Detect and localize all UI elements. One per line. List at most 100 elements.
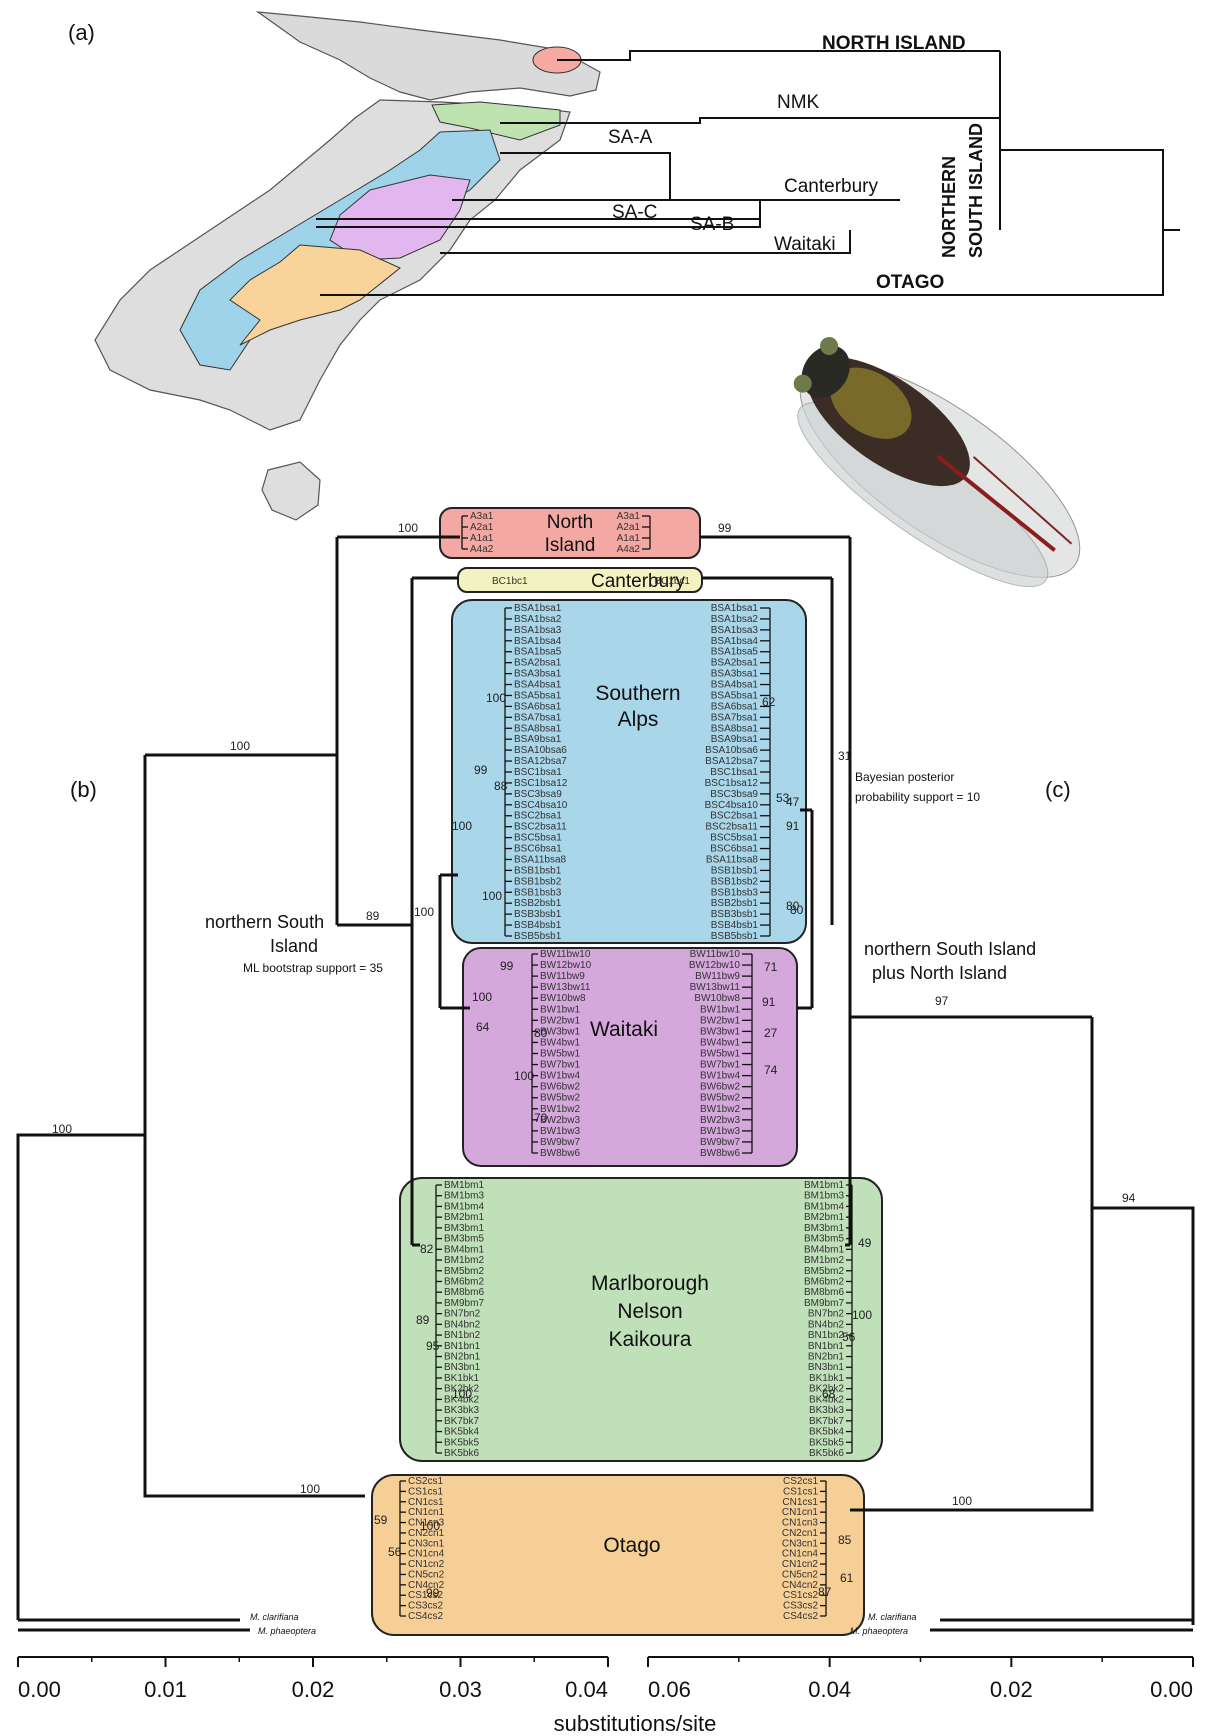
mnk-tip-c: BM1bm2 [804,1255,844,1266]
clade-sa-b: SA-B [690,214,734,235]
alps-tip-c: BSC2bsa11 [705,822,758,833]
otago-tip-c: CN1cn2 [782,1559,819,1570]
mnk-tip-b: BK5bk6 [444,1448,479,1459]
outgroup-b-clarifiana: M. clarifiana [250,1612,299,1622]
support-c-94: 94 [1122,1191,1136,1205]
canterbury-tip-b: BC1bc1 [492,576,528,587]
alps-tip-b: BSB5bsb1 [514,931,562,942]
alps-tip-b: BSA10bsa6 [514,745,567,756]
alps-tip-c: BSA1bsa2 [711,614,759,625]
support-mnk-b: 89 [416,1313,430,1327]
mnk-tip-b: BN7bn2 [444,1309,481,1320]
support-b-otago: 100 [300,1482,320,1496]
clade-sa-a: SA-A [608,127,653,148]
alps-tip-c: BSA1bsa4 [711,636,759,647]
otago-tip-c: CN4cn2 [782,1580,819,1591]
alps-tip-b: BSA3bsa1 [514,669,562,680]
waitaki-tip-b: BW1bw1 [540,1004,580,1015]
mnk-tip-c: BM2bm1 [804,1212,844,1223]
note-ml-bootstrap: ML bootstrap support = 35 [243,961,383,975]
alps-tip-c: BSA9bsa1 [711,734,759,745]
waitaki-tip-c: BW1bw1 [700,1004,740,1015]
waitaki-tip-b: BW1bw4 [540,1071,580,1082]
mnk-tip-b: BM2bm1 [444,1212,484,1223]
waitaki-tip-c: BW6bw2 [700,1082,740,1093]
waitaki-tip-b: BW5bw2 [540,1093,580,1104]
mnk-tip-b: BN2bn1 [444,1352,481,1363]
waitaki-tip-c: BW2bw1 [700,1015,740,1026]
waitaki-tip-b: BW13bw11 [540,982,591,993]
otago-tip-c: CN1cn4 [782,1549,819,1560]
support-mnk-c: 56 [842,1330,856,1344]
waitaki-tip-c: BW9bw7 [700,1137,740,1148]
support-c-north: 99 [718,521,732,535]
mnk-tip-b: BK7bk7 [444,1416,479,1427]
support-otago-c: 61 [840,1571,854,1585]
alps-tip-b: BSC2bsa11 [514,822,567,833]
otago-tip-c: CN1cn1 [782,1507,819,1518]
mnk-tip-c: BK7bk7 [809,1416,844,1427]
mnk-tip-c: BN1bn2 [808,1330,845,1341]
waitaki-tip-c: BW12bw10 [689,960,741,971]
label-southern: Southern [595,682,680,705]
support-waitaki-b: 100 [472,990,492,1004]
waitaki-tip-b: BW5bw1 [540,1049,580,1060]
alps-tip-c: BSB1bsb2 [711,876,759,887]
mnk-tip-c: BM8bm6 [804,1287,844,1298]
support-waitaki-c: 91 [762,995,776,1009]
support-c-97: 97 [935,994,949,1008]
support-b-north: 100 [398,521,418,535]
clade-sa-c: SA-C [612,202,657,223]
mnk-tip-b: BM3bm1 [444,1223,484,1234]
otago-tip-c: CN5cn2 [782,1569,819,1580]
note-nsi-ni-2: plus North Island [872,963,1007,983]
label-waitaki: Waitaki [590,1018,658,1041]
waitaki-tip-c: BW11bw10 [690,949,741,960]
support-alps-c: 47 [786,795,800,809]
support-b-root: 100 [52,1122,72,1136]
north-tip-b: A3a1 [470,511,494,522]
waitaki-tip-c: BW3bw1 [700,1026,740,1037]
waitaki-tip-b: BW12bw10 [540,960,592,971]
mnk-tip-c: BN2bn1 [808,1352,845,1363]
waitaki-tip-c: BW5bw2 [700,1093,740,1104]
support-alps-c: 91 [786,819,800,833]
clade-canterbury: Canterbury [784,176,878,197]
otago-tip-c: CS1cs2 [783,1590,818,1601]
support-mnk-b: 82 [420,1242,434,1256]
alps-tip-c: BSA7bsa1 [711,712,759,723]
alps-tip-b: BSC1bsa12 [514,778,568,789]
alps-tip-c: BSA5bsa1 [711,690,759,701]
mnk-tip-b: BM5bm2 [444,1266,484,1277]
alps-tip-b: BSB3bsb1 [514,909,562,920]
mnk-tip-b: BM4bm1 [444,1244,484,1255]
otago-tip-c: CN1cn3 [782,1518,819,1529]
support-mnk-b: 95 [426,1339,440,1353]
support-otago-b: 99 [426,1586,440,1600]
alps-tip-b: BSA11bsa8 [514,854,567,865]
north-tip-b: A4a2 [470,544,494,555]
alps-tip-b: BSA9bsa1 [514,734,562,745]
note-island: Island [270,936,318,956]
note-northern-south: northern South [205,912,324,932]
mnk-tip-b: BK3bk3 [444,1405,479,1416]
mnk-tip-b: BM1bm3 [444,1191,484,1202]
mnk-tip-b: BN1bn2 [444,1330,481,1341]
group-label-northern: NORTHERN [939,156,959,258]
alps-tip-b: BSB1bsb1 [514,865,562,876]
axis-b-tick-label: 0.00 [18,1677,61,1702]
panel-c-label: (c) [1045,777,1071,802]
alps-tip-c: BSB5bsb1 [711,931,759,942]
waitaki-tip-c: BW8bw6 [700,1148,740,1159]
support-b-nsi: 100 [230,739,250,753]
otago-tip-b: CS4cs2 [408,1611,443,1622]
alps-tip-c: BSA1bsa3 [711,625,759,636]
label-marlborough: Marlborough [591,1272,709,1295]
panel-b-label: (b) [70,777,97,802]
support-alps-b: 88 [494,779,508,793]
support-mnk-c: 49 [858,1236,872,1250]
mnk-tip-c: BN4bn2 [808,1319,845,1330]
waitaki-tip-b: BW11bw9 [540,971,585,982]
alps-tip-b: BSB1bsb2 [514,876,562,887]
north-tip-c: A3a1 [617,511,641,522]
